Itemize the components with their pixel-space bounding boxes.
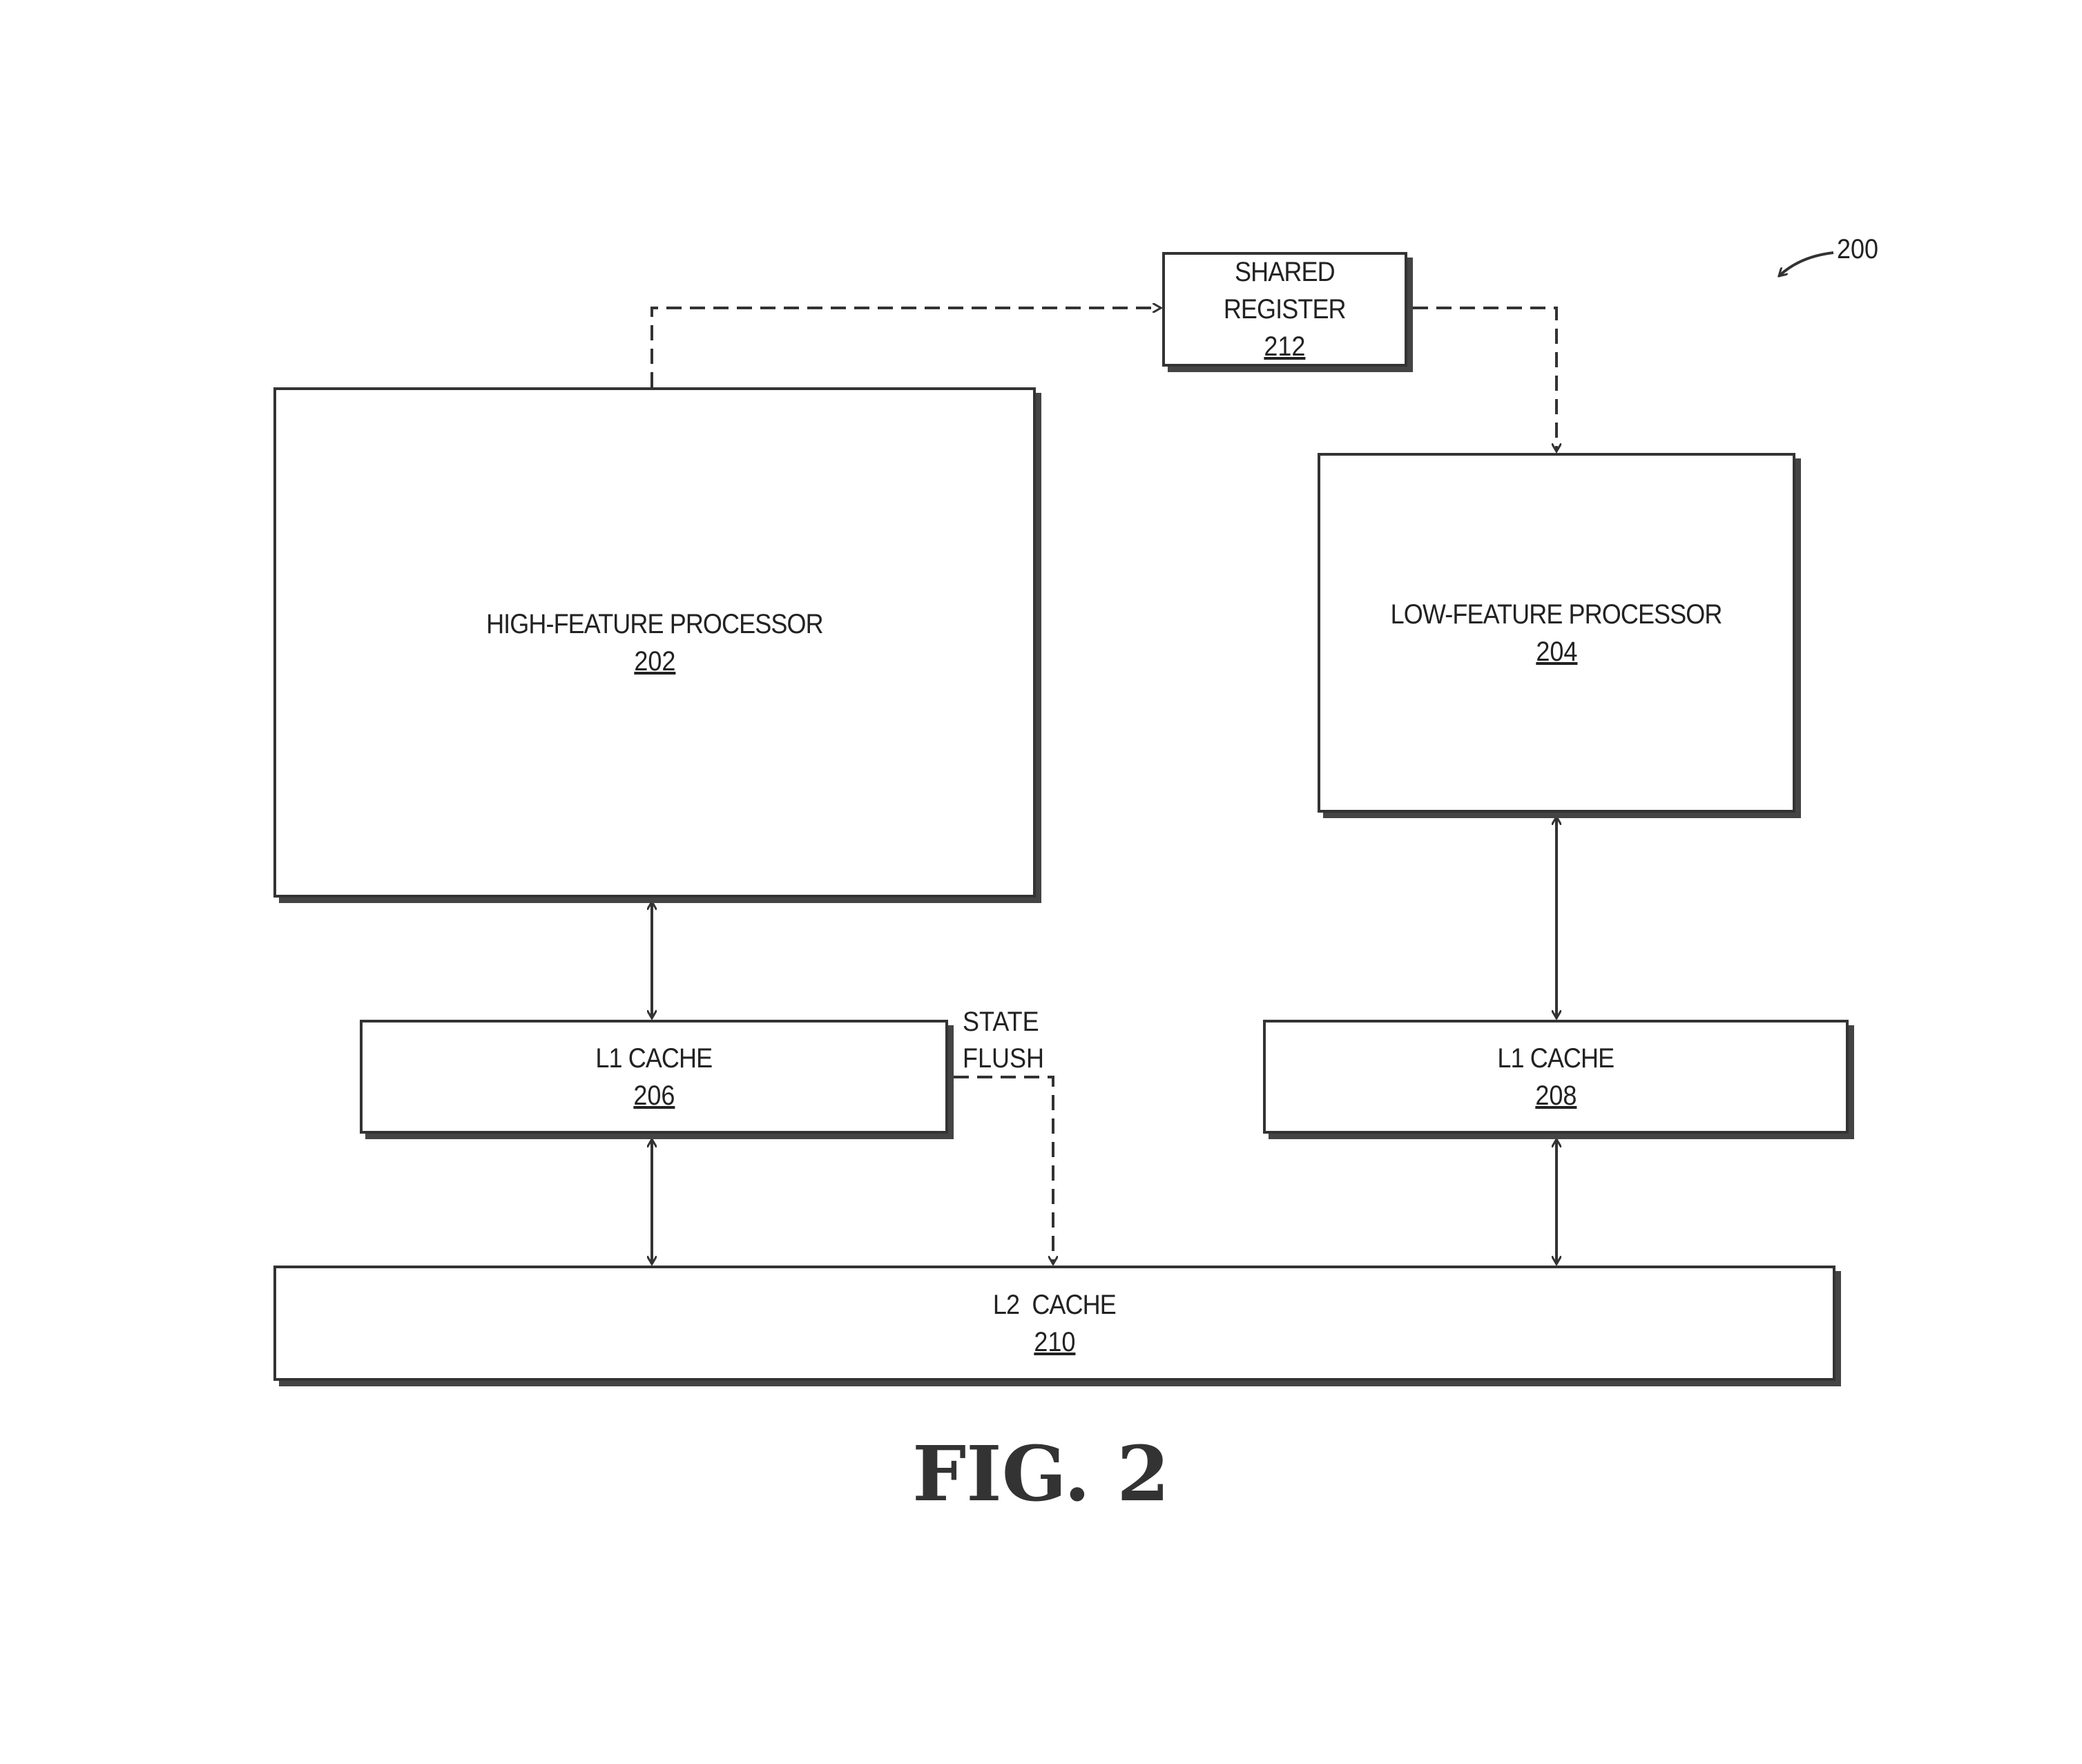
- shared-register-box: SHARED REGISTER 212: [1162, 252, 1407, 367]
- low-feature-processor-label: LOW-FEATURE PROCESSOR: [1391, 599, 1723, 630]
- l1-cache-206-number: 206: [633, 1080, 675, 1111]
- l2-cache-number: 210: [1033, 1326, 1076, 1357]
- low-feature-processor-number: 204: [1535, 636, 1578, 667]
- l1-cache-208-box: L1 CACHE 208: [1263, 1020, 1849, 1134]
- l1-cache-208-number: 208: [1534, 1080, 1577, 1111]
- l1-cache-208-label: L1 CACHE: [1497, 1043, 1615, 1074]
- figure-reference-number: 200: [1837, 234, 1879, 264]
- reference-arrow-200: [1779, 251, 1834, 276]
- dashed-arrow-state-flush: [954, 1076, 1053, 1264]
- high-feature-processor-label: HIGH-FEATURE PROCESSOR: [486, 608, 823, 639]
- state-flush-label-line1: STATE: [963, 1007, 1039, 1037]
- low-feature-processor-box: LOW-FEATURE PROCESSOR 204: [1318, 453, 1795, 813]
- high-feature-processor-box: HIGH-FEATURE PROCESSOR 202: [273, 387, 1036, 898]
- figure-caption: FIG. 2: [912, 1429, 1170, 1518]
- l2-cache-box: L2 CACHE 210: [273, 1266, 1835, 1381]
- dashed-arrow-hfp-to-shared-register: [650, 308, 1161, 387]
- l1-cache-206-label: L1 CACHE: [595, 1043, 713, 1074]
- state-flush-label-line2: FLUSH: [963, 1043, 1045, 1074]
- shared-register-label-line2: REGISTER: [1224, 294, 1347, 324]
- shared-register-number: 212: [1264, 331, 1306, 362]
- l2-cache-label: L2 CACHE: [993, 1289, 1117, 1320]
- high-feature-processor-number: 202: [633, 646, 676, 677]
- shared-register-label-line1: SHARED: [1235, 257, 1336, 287]
- l1-cache-206-box: L1 CACHE 206: [360, 1020, 948, 1134]
- dashed-arrow-shared-register-to-lfp: [1413, 307, 1556, 452]
